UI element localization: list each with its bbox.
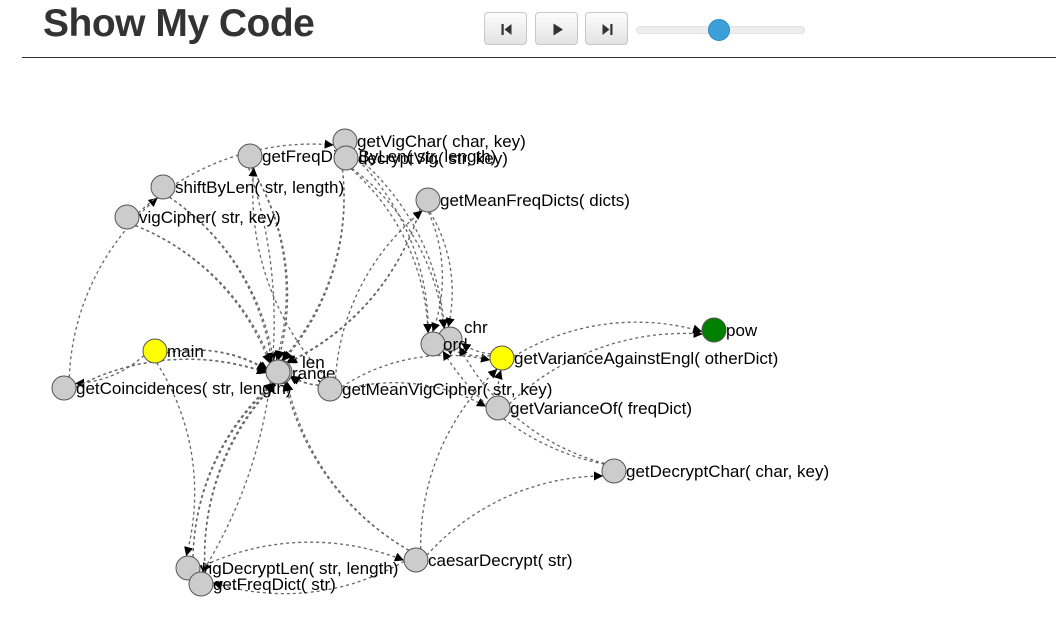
- node-label: main: [167, 342, 204, 361]
- graph-node-ord[interactable]: ord: [420, 331, 468, 357]
- node-circle[interactable]: [142, 338, 168, 364]
- call-edge: [427, 211, 443, 333]
- call-edge: [212, 560, 405, 595]
- call-edge: [203, 382, 275, 573]
- call-edge: [201, 167, 275, 573]
- node-circle[interactable]: [701, 317, 727, 343]
- call-edge: [168, 196, 275, 362]
- graph-node-getMeanVigCipher[interactable]: getMeanVigCipher( str, key): [317, 376, 552, 402]
- node-label: getFreqDict( str): [213, 575, 336, 594]
- graph-node-getDecryptChar[interactable]: getDecryptChar( char, key): [601, 458, 829, 484]
- call-edge: [334, 210, 423, 379]
- call-edge: [287, 208, 421, 364]
- graph-node-getMeanFreqDicts[interactable]: getMeanFreqDicts( dicts): [415, 187, 630, 213]
- call-edge: [420, 368, 498, 549]
- node-circle[interactable]: [265, 359, 291, 385]
- node-circle[interactable]: [489, 345, 515, 371]
- node-label: chr: [464, 318, 488, 337]
- step-back-button[interactable]: [484, 12, 527, 45]
- call-edge: [166, 349, 267, 371]
- call-edge: [75, 355, 145, 388]
- slider-thumb[interactable]: [707, 19, 730, 41]
- call-edge: [341, 353, 491, 388]
- call-edge: [429, 211, 455, 328]
- node-circle[interactable]: [333, 145, 359, 171]
- node-circle[interactable]: [114, 204, 140, 230]
- node-circle[interactable]: [150, 174, 176, 200]
- node-label: pow: [726, 321, 758, 340]
- node-label: shiftByLen( str, length): [175, 178, 344, 197]
- call-edge: [341, 382, 487, 408]
- call-edge: [349, 151, 433, 333]
- call-edge: [442, 350, 605, 465]
- node-circle[interactable]: [415, 187, 441, 213]
- node-label: len: [302, 353, 325, 372]
- node-label: vigCipher( str, key): [139, 208, 281, 227]
- node-label: decryptVig( str, key): [358, 149, 508, 168]
- header-bar: Show My Code: [0, 0, 1056, 58]
- call-edge: [460, 342, 491, 355]
- call-edge: [493, 369, 503, 397]
- node-circle[interactable]: [188, 571, 214, 597]
- graph-node-decryptVig[interactable]: decryptVig( str, key): [333, 145, 508, 171]
- graph-node-caesarDecrypt[interactable]: caesarDecrypt( str): [403, 547, 573, 573]
- call-edge: [192, 382, 276, 558]
- graph-node-getFreqDict[interactable]: getFreqDict( str): [188, 571, 336, 597]
- node-circle[interactable]: [317, 376, 343, 402]
- node-label: getFreqDictsByLen( str, length): [262, 147, 496, 166]
- call-edge: [513, 321, 703, 357]
- timeline-slider[interactable]: [636, 19, 805, 41]
- graph-node-getVarianceOf[interactable]: getVarianceOf( freqDict): [485, 395, 692, 421]
- node-label: caesarDecrypt( str): [428, 551, 573, 570]
- call-edge: [350, 168, 433, 334]
- call-edge: [281, 169, 345, 361]
- call-edge: [75, 358, 267, 388]
- call-edge: [508, 328, 703, 405]
- header-divider: [22, 57, 1056, 58]
- call-edge: [192, 382, 274, 558]
- node-circle[interactable]: [51, 375, 77, 401]
- app-title: Show My Code: [43, 2, 315, 45]
- node-circle[interactable]: [485, 395, 511, 421]
- node-label: ord: [443, 335, 468, 354]
- graph-node-pow[interactable]: pow: [701, 317, 758, 343]
- node-label: getCoincidences( str, length): [76, 379, 291, 398]
- node-circle[interactable]: [237, 143, 263, 169]
- graph-node-main[interactable]: main: [142, 338, 204, 364]
- node-circle[interactable]: [420, 331, 446, 357]
- call-edge: [350, 151, 449, 329]
- graph-node-shiftByLen[interactable]: shiftByLen( str, length): [150, 174, 344, 200]
- graph-node-getCoincidences[interactable]: getCoincidences( str, length): [51, 375, 291, 401]
- call-edge: [156, 362, 196, 557]
- call-edge: [135, 224, 271, 364]
- nodes-layer: getVigChar( char, key)getFreqDictsByLen(…: [51, 128, 829, 597]
- call-edge: [199, 541, 405, 569]
- step-forward-button[interactable]: [585, 12, 628, 45]
- node-label: getDecryptChar( char, key): [626, 462, 829, 481]
- graph-node-vigCipher[interactable]: vigCipher( str, key): [114, 204, 281, 230]
- node-label: getVarianceAgainstEngl( otherDict): [514, 349, 778, 368]
- node-circle[interactable]: [403, 547, 429, 573]
- graph-node-getFreqDictsByLen[interactable]: getFreqDictsByLen( str, length): [237, 143, 496, 169]
- node-label: getMeanVigCipher( str, key): [342, 380, 552, 399]
- node-label: getVarianceOf( freqDict): [510, 399, 692, 418]
- graph-node-getVarianceAgainstEngl[interactable]: getVarianceAgainstEngl( otherDict): [489, 345, 778, 371]
- call-edge: [426, 471, 604, 556]
- call-edge: [289, 375, 319, 386]
- edges-layer: [68, 139, 703, 595]
- play-button[interactable]: [535, 12, 578, 45]
- node-label: getMeanFreqDicts( dicts): [440, 191, 630, 210]
- node-label: getVigChar( char, key): [357, 132, 526, 151]
- node-label: vigDecryptLen( str, length): [200, 559, 398, 578]
- call-edge: [284, 381, 410, 551]
- call-edge: [250, 167, 287, 361]
- call-edge: [282, 381, 410, 551]
- call-edge: [283, 169, 345, 361]
- node-circle[interactable]: [601, 458, 627, 484]
- call-edge: [248, 167, 327, 379]
- call-edge: [285, 208, 421, 364]
